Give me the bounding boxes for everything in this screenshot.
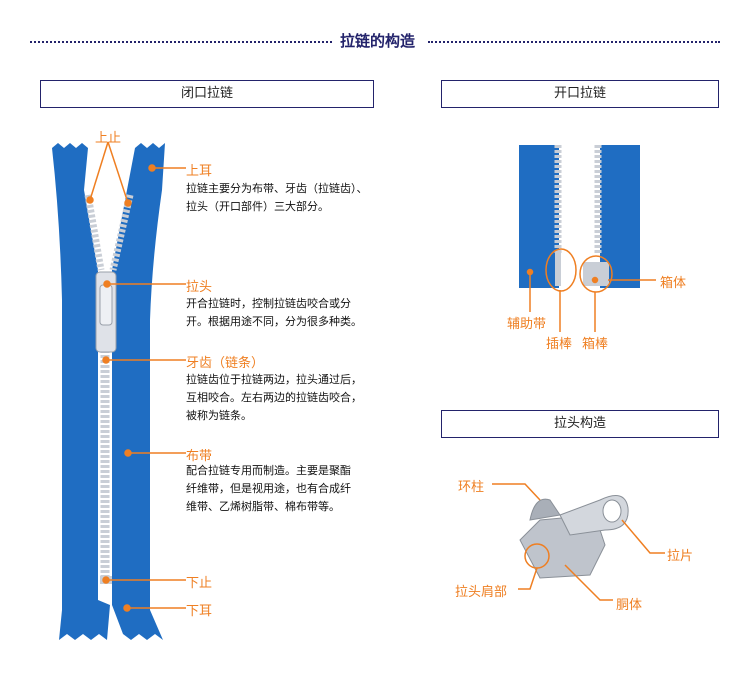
title-divider-left [30,41,332,43]
label-tape: 布带 [186,449,213,464]
desc-line: 被称为链条。 [186,409,252,422]
desc-top-ear: 拉链主要分为布带、牙齿（拉链齿）、 拉头（开口部件）三大部分。 [186,180,368,216]
right-tape [112,143,165,640]
left-teeth [84,194,105,271]
open-zipper-pointers [526,248,656,332]
left-tape [52,143,110,640]
slider-heading: 拉头构造 [441,410,719,438]
open-zipper-illustration [519,145,656,332]
desc-slider: 开合拉链时，控制拉链齿咬合或分 开。根据用途不同，分为很多种类。 [186,295,362,331]
label-teeth: 牙齿（链条） [186,356,265,371]
slider-tab [99,284,113,326]
slider-illustration [492,483,665,601]
page-title: 拉链的构造 [340,32,416,50]
desc-line: 纤维带，但是视用途，也有合成纤 [186,482,351,495]
label-slider: 拉头 [186,280,213,295]
desc-line: 开合拉链时，控制拉链齿咬合或分 [186,297,351,310]
desc-line: 开。根据用途不同，分为很多种类。 [186,315,362,328]
label-top-stop: 上止 [95,131,122,146]
label-slider-body: 胴体 [616,598,643,613]
open-left-tape [519,145,559,288]
slider-pointers [492,483,665,601]
desc-line: 拉链齿位于拉链两边，拉头通过后， [186,373,362,386]
ring-post [529,498,561,521]
label-top-ear: 上耳 [186,164,213,179]
label-insert-pin: 插棒 [546,337,573,352]
insert-pin [555,253,561,286]
label-pull-tab: 拉片 [667,549,694,564]
label-bottom-ear: 下耳 [186,604,213,619]
desc-tape: 配合拉链专用而制造。主要是聚酯 纤维带，但是视用途，也有合成纤 维带、乙烯树脂带… [186,462,351,516]
right-teeth [109,194,134,271]
label-bottom-stop: 下止 [186,576,213,591]
title-divider-right [428,41,720,43]
desc-line: 拉头（开口部件）三大部分。 [186,200,329,213]
closed-zipper-illustration [52,141,186,640]
closed-zipper-heading: 闭口拉链 [40,80,374,108]
desc-teeth: 拉链齿位于拉链两边，拉头通过后， 互相咬合。左右两边的拉链齿咬合， 被称为链条。 [186,371,362,425]
desc-line: 维带、乙烯树脂带、棉布带等。 [186,500,340,513]
desc-line: 互相咬合。左右两边的拉链齿咬合， [186,391,362,404]
desc-line: 拉链主要分为布带、牙齿（拉链齿）、 [186,182,368,195]
pull-tab-hole [602,499,622,523]
label-box-pin: 箱棒 [582,337,609,352]
desc-line: 配合拉链专用而制造。主要是聚酯 [186,464,351,477]
open-zipper-heading: 开口拉链 [441,80,719,108]
closed-zipper-pointers [86,141,186,612]
label-ring-post: 环柱 [458,480,485,495]
label-slider-shoulder: 拉头肩部 [455,585,508,600]
label-aux-tape: 辅助带 [507,317,547,332]
label-box: 箱体 [660,276,687,291]
